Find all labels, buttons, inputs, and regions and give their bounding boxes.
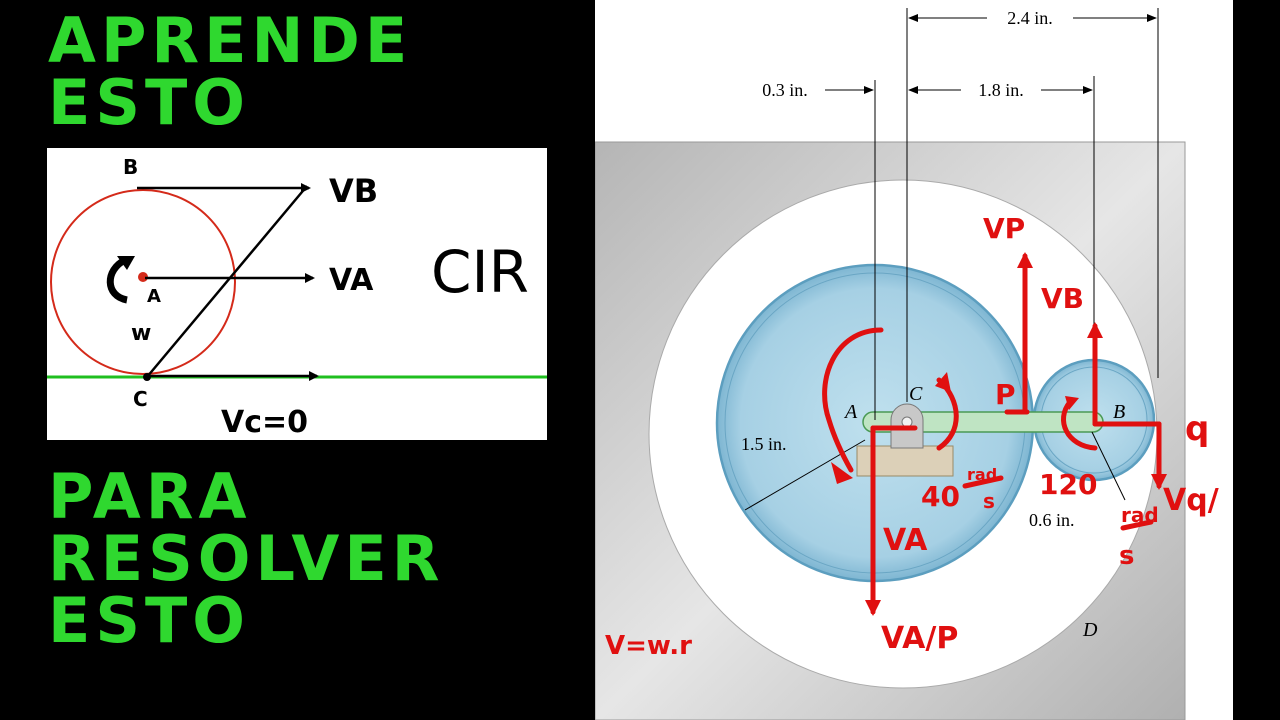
gear-unit-bar	[1120, 519, 1154, 531]
headline-bottom: PARA RESOLVER ESTO	[48, 466, 445, 652]
cir-sketch-panel: B A w C VB VA Vc=0 CIR	[47, 148, 547, 440]
headline-line: ESTO	[48, 584, 251, 657]
vq-label: Vq/	[1163, 483, 1219, 518]
omega-a-arrowhead	[831, 462, 853, 484]
radius-a-line	[744, 439, 866, 511]
headline-line: APRENDE	[48, 4, 413, 77]
dim-left-label: 0.3 in.	[762, 80, 808, 100]
radius-a-label: 1.5 in.	[741, 434, 787, 454]
red-labels: VP VB P q VA VA/P Vq/ 40 rad s 120 rad s…	[605, 212, 1219, 661]
va-label: VA	[883, 523, 928, 558]
cir-label: CIR	[431, 238, 529, 306]
arm-unit-bar	[962, 475, 1004, 489]
cir-sketch: B A w C VB VA Vc=0 CIR	[47, 155, 547, 440]
point-c-label: C	[133, 387, 148, 411]
va-label: VA	[329, 263, 374, 298]
dim-mid-label: 1.8 in.	[978, 80, 1024, 100]
omega-a-arc	[822, 327, 884, 473]
velocity-profile-line	[146, 185, 308, 378]
point-b-label: B	[123, 155, 138, 179]
point-a-label: A	[147, 286, 161, 307]
problem-figure-panel: 2.4 in. 0.3 in. 1.8 in. 1.5 in. 0.6 in. …	[595, 0, 1233, 720]
point-d-label: D	[1082, 619, 1098, 641]
omega-gear-unit-top: rad	[1121, 503, 1159, 527]
rotation-arrow-head	[117, 256, 135, 270]
dim-top-label: 2.4 in.	[1007, 8, 1053, 28]
headline-line: ESTO	[48, 66, 251, 139]
omega-arm-unit-top: rad	[967, 465, 997, 484]
q-label: q	[1185, 409, 1209, 449]
omega-label: w	[131, 321, 151, 346]
radius-b-line	[1091, 431, 1126, 501]
problem-figure: 2.4 in. 0.3 in. 1.8 in. 1.5 in. 0.6 in. …	[595, 8, 1219, 720]
omega-arm-value: 40	[921, 480, 960, 513]
red-annotations	[822, 252, 1167, 616]
point-b-label: B	[1113, 401, 1125, 423]
omega-gear-value: 120	[1039, 468, 1097, 501]
radius-b-label: 0.6 in.	[1029, 510, 1075, 530]
headline-line: RESOLVER	[48, 522, 445, 595]
point-a-label: A	[843, 401, 858, 423]
point-c-label: C	[909, 383, 923, 405]
headline-top: APRENDE ESTO	[48, 10, 412, 134]
rolling-disk	[50, 189, 236, 375]
omega-arm-arrowhead	[935, 372, 951, 392]
rotation-arrow	[106, 256, 129, 304]
p-label: P	[995, 378, 1016, 411]
formula-label: V=w.r	[605, 631, 692, 661]
vp-label: VP	[983, 212, 1025, 245]
vb-label: VB	[329, 172, 378, 210]
headline-line: PARA	[48, 460, 252, 533]
omega-gear-unit-bottom: s	[1119, 541, 1134, 571]
omega-gear-arrowhead	[1065, 396, 1079, 410]
omega-gear-arc	[1061, 399, 1098, 451]
va-p-label: VA/P	[881, 621, 958, 656]
vc-label: Vc=0	[221, 405, 308, 440]
center-dot	[138, 272, 148, 282]
vb-label: VB	[1041, 282, 1084, 315]
omega-arm-unit-bottom: s	[983, 489, 995, 513]
